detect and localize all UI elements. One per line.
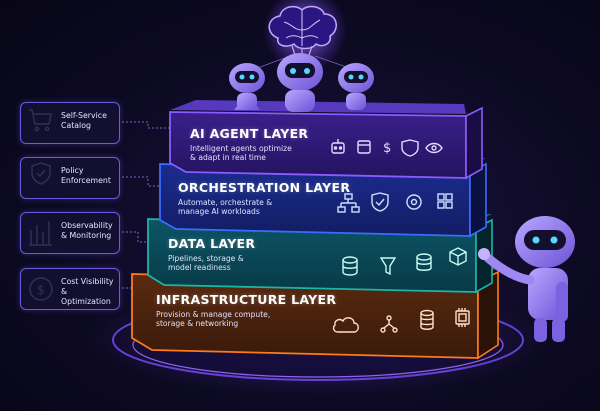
side-card-label-line1: Self-Service (61, 111, 107, 120)
side-card-label-line2: & Optimization (61, 287, 111, 306)
layer-title: AI AGENT LAYER (190, 126, 309, 141)
chip-icon (455, 308, 470, 327)
filter-icon (379, 257, 397, 276)
layer-title: INFRASTRUCTURE LAYER (156, 292, 337, 307)
cloud-icon (332, 317, 359, 333)
dollar-icon: $ (383, 141, 391, 156)
layer-desc-line1: Intelligent agents optimize (190, 144, 292, 153)
shield-icon (401, 139, 419, 157)
layer-infrastructure: INFRASTRUCTURE LAYER Provision & manage … (156, 292, 336, 328)
robot-center (277, 53, 323, 112)
side-card-self-service[interactable]: Self-Service Catalog (20, 102, 120, 144)
shield-check-icon (371, 192, 389, 212)
workflow-icon (337, 193, 360, 213)
network-icon (380, 315, 398, 333)
layer-desc-line2: manage AI workloads (178, 207, 260, 216)
database-icon (342, 256, 358, 276)
server-icon (420, 309, 434, 330)
side-card-policy[interactable]: Policy Enforcement (20, 157, 120, 199)
grid-icon (437, 193, 453, 209)
side-card-label-line1: Observability (61, 221, 113, 230)
layer-title: DATA LAYER (168, 236, 256, 251)
layer-data: DATA LAYER Pipelines, storage & model re… (168, 236, 255, 272)
layer-desc-line2: & adapt in real time (190, 153, 266, 162)
side-card-label-line1: Cost Visibility (61, 277, 114, 286)
side-card-label-line2: & Monitoring (61, 231, 112, 240)
robot-pointing (478, 216, 575, 342)
layer-desc-line1: Automate, orchestrate & (178, 198, 273, 207)
side-card-label-line1: Policy (61, 166, 84, 175)
calendar-icon (357, 140, 371, 154)
storage-icon (416, 253, 432, 271)
robot-left (229, 63, 265, 110)
side-card-label-line2: Enforcement (61, 176, 111, 185)
cube-icon (449, 247, 467, 266)
side-card-cost[interactable]: Cost Visibility & Optimization (20, 268, 120, 310)
layer-orchestration: ORCHESTRATION LAYER Automate, orchestrat… (178, 180, 350, 216)
layer-desc-line1: Pipelines, storage & (168, 254, 244, 263)
layer-desc-line2: model readiness (168, 263, 231, 272)
layer-desc-line2: storage & networking (156, 319, 239, 328)
layer-agent: AI AGENT LAYER Intelligent agents optimi… (190, 126, 308, 162)
side-card-label-line2: Catalog (61, 121, 91, 130)
gear-icon (406, 194, 422, 210)
eye-icon (425, 142, 443, 154)
layer-title: ORCHESTRATION LAYER (178, 180, 351, 195)
robot-head-icon (331, 139, 345, 154)
robot-right (338, 63, 374, 110)
side-card-observability[interactable]: Observability & Monitoring (20, 212, 120, 254)
layer-desc-line1: Provision & manage compute, (156, 310, 271, 319)
